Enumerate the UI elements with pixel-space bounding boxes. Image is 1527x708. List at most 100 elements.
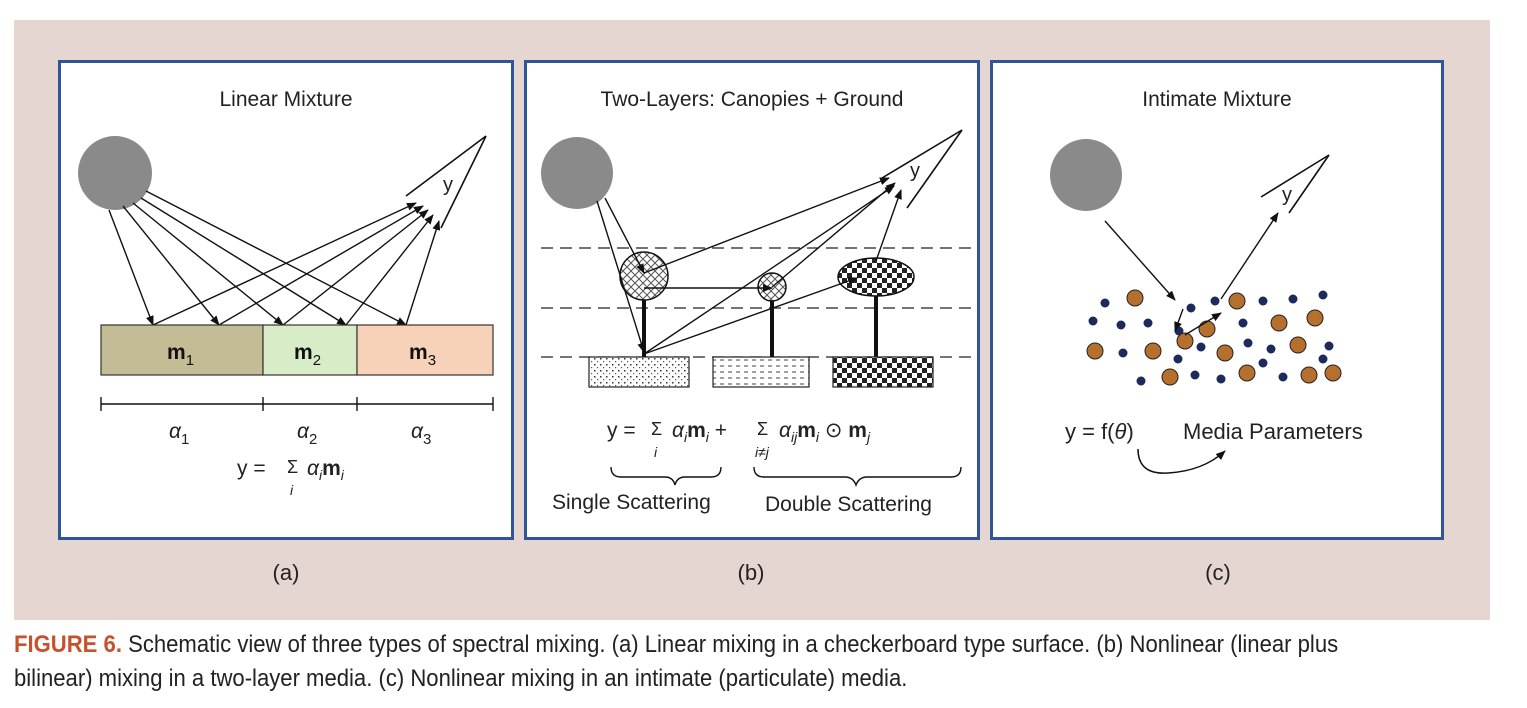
particle-brown	[1161, 368, 1179, 386]
parameter-arrow	[1137, 448, 1226, 474]
particle-navy	[1216, 374, 1226, 384]
layer-boundaries	[541, 247, 975, 358]
canopy-tree-1	[619, 251, 669, 357]
scattering-braces	[610, 466, 962, 487]
two-layers-diagram: Two-Layers: Canopies + Ground y	[541, 88, 975, 516]
svg-text:Σ: Σ	[651, 419, 662, 439]
particle-brown	[1176, 332, 1194, 350]
particle-brown	[1228, 292, 1246, 310]
particle-brown	[1270, 314, 1288, 332]
single-scattering-label: Single Scattering	[552, 491, 711, 514]
ground-patch-3	[832, 356, 934, 388]
particle-navy	[1318, 290, 1328, 300]
abundance-alpha3: α3	[411, 420, 431, 448]
intimate-formula: y = f(θ)	[1065, 419, 1134, 444]
endmember-m2	[262, 324, 358, 376]
svg-text:i≠j: i≠j	[755, 444, 770, 460]
svg-text:αimi +: αimi +	[672, 419, 727, 445]
endmember-m2-label: m2	[294, 341, 321, 369]
caption-text: Schematic view of three types of spectra…	[14, 631, 1339, 692]
ground-patch-2	[712, 356, 810, 388]
svg-text:Σ: Σ	[287, 457, 298, 477]
particle-navy	[1118, 348, 1128, 358]
svg-text:αimi: αimi	[307, 457, 345, 483]
sun-icon	[1050, 139, 1122, 211]
particle-navy	[1258, 296, 1268, 306]
figure-caption: FIGURE 6. Schematic view of three types …	[14, 628, 1385, 696]
bilinear-formula: y = Σ i αimi + Σ i≠j αijmi ⊙ mj	[607, 419, 871, 460]
svg-text:i: i	[654, 444, 658, 460]
panel-two-layers: Two-Layers: Canopies + Ground y	[524, 60, 980, 540]
particle-navy	[1190, 370, 1200, 380]
panel-linear-mixture: Linear Mixture y m1 m2 m3	[58, 60, 514, 540]
linear-mixture-diagram: Linear Mixture y m1 m2 m3	[78, 88, 494, 498]
particle-navy	[1100, 298, 1110, 308]
ground-patch-1	[588, 356, 690, 388]
abundance-alpha2: α2	[297, 420, 317, 448]
endmember-m1-label: m1	[167, 341, 194, 369]
scattering-rays	[1104, 212, 1279, 336]
particle-navy	[1210, 296, 1220, 306]
linear-formula: y = Σ i αimi	[237, 457, 345, 498]
svg-text:Σ: Σ	[757, 419, 768, 439]
particle-navy	[1116, 320, 1126, 330]
scattering-rays	[596, 177, 902, 355]
particle-navy	[1088, 316, 1098, 326]
panel-title: Linear Mixture	[219, 88, 352, 111]
particle-navy	[1278, 372, 1288, 382]
sublabel-a: (a)	[272, 560, 300, 585]
svg-text:αijmi ⊙ mj: αijmi ⊙ mj	[779, 419, 871, 445]
particle-navy	[1136, 376, 1146, 386]
incoming-rays	[108, 190, 407, 326]
particle-brown	[1300, 366, 1318, 384]
sublabel-b: (b)	[737, 560, 765, 585]
particle-navy	[1266, 344, 1276, 354]
particle-navy	[1243, 338, 1253, 348]
particle-brown	[1306, 309, 1324, 327]
sun-icon	[78, 136, 152, 210]
sensor-icon	[881, 129, 963, 209]
abundance-alpha1: α1	[169, 420, 189, 448]
particle-brown	[1144, 342, 1162, 360]
canopy-tree-2	[757, 272, 787, 357]
particle-brown	[1324, 364, 1342, 382]
sensor-label: y	[910, 160, 920, 182]
svg-text:i: i	[290, 482, 294, 498]
particle-navy	[1143, 318, 1153, 328]
sensor-icon	[1260, 154, 1330, 214]
particle-brown	[1216, 344, 1234, 362]
sun-icon	[541, 137, 613, 209]
panel-title: Intimate Mixture	[1142, 88, 1291, 111]
particle-brown	[1086, 342, 1104, 360]
particle-navy	[1238, 318, 1248, 328]
sensor-label: y	[1282, 184, 1292, 206]
double-scattering-label: Double Scattering	[765, 493, 932, 516]
particle-brown	[1126, 289, 1144, 307]
particle-brown	[1198, 320, 1216, 338]
svg-text:y =: y =	[607, 419, 636, 442]
intimate-mixture-diagram: Intimate Mixture y y = f(θ) Media Parame…	[1050, 88, 1363, 474]
endmember-m3-label: m3	[409, 341, 436, 369]
figure-label: FIGURE 6.	[14, 631, 122, 658]
svg-text:y =: y =	[237, 457, 266, 480]
canopy-tree-3	[837, 257, 915, 357]
particle-brown	[1289, 336, 1307, 354]
particle-medium	[1086, 289, 1342, 386]
abundance-scale	[100, 397, 494, 411]
sensor-label: y	[443, 174, 453, 196]
reflected-rays	[152, 202, 441, 326]
particle-navy	[1288, 294, 1298, 304]
particle-navy	[1196, 342, 1206, 352]
particle-navy	[1186, 303, 1196, 313]
media-parameters-label: Media Parameters	[1183, 419, 1363, 444]
sensor-icon	[405, 135, 487, 229]
panel-title: Two-Layers: Canopies + Ground	[601, 88, 904, 111]
endmember-m1	[100, 324, 264, 376]
sublabel-c: (c)	[1205, 560, 1231, 585]
particle-navy	[1318, 354, 1328, 364]
particle-navy	[1258, 358, 1268, 368]
panel-intimate-mixture: Intimate Mixture y y = f(θ) Media Parame…	[990, 60, 1444, 540]
endmember-m3	[356, 324, 494, 376]
particle-brown	[1238, 364, 1256, 382]
particle-navy	[1173, 354, 1183, 364]
